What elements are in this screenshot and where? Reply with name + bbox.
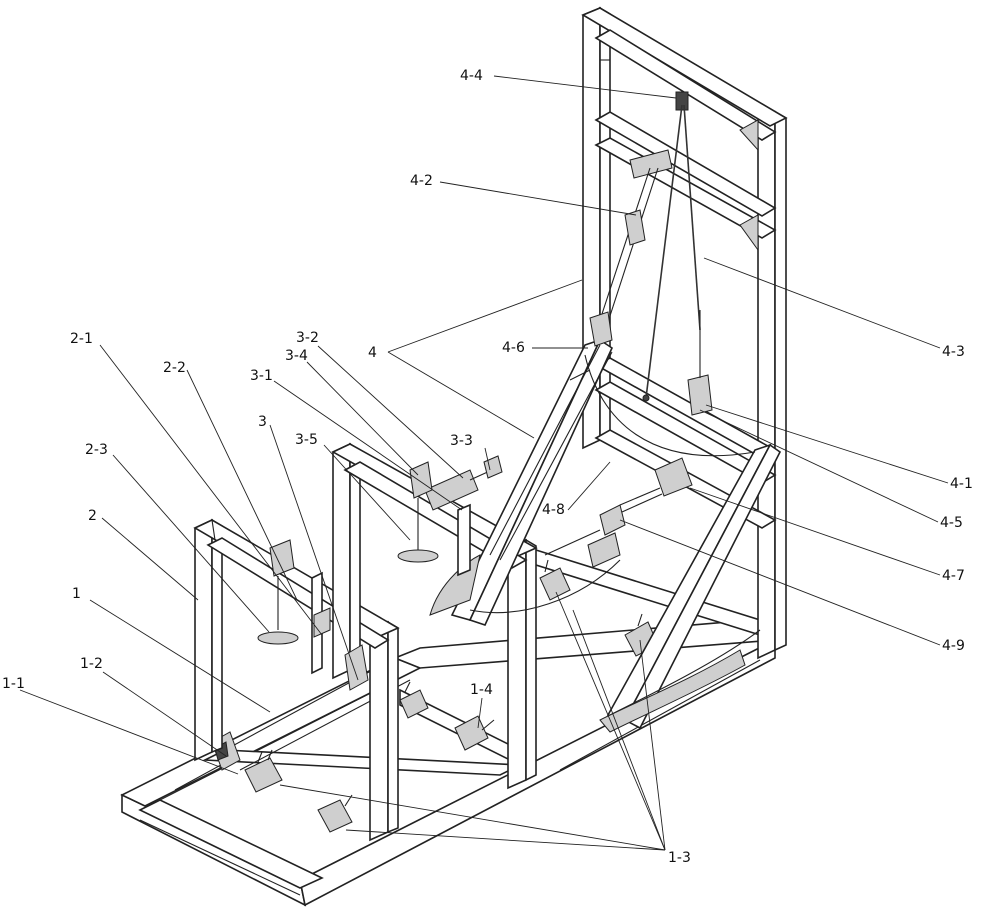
label-4-3: 4-3: [942, 344, 965, 360]
label-2-2: 2-2: [163, 360, 186, 376]
label-3-3: 3-3: [450, 433, 473, 449]
label-3-5: 3-5: [295, 432, 318, 448]
label-4-7: 4-7: [942, 568, 965, 584]
label-4-2: 4-2: [410, 173, 433, 189]
label-3-1: 3-1: [250, 368, 273, 384]
inclined-seat-frame: [429, 338, 782, 733]
label-4-5: 4-5: [940, 515, 963, 531]
label-4-1: 4-1: [950, 476, 973, 492]
label-4-9: 4-9: [942, 638, 965, 654]
label-1-1: 1-1: [2, 676, 25, 692]
label-4-6: 4-6: [502, 340, 525, 356]
label-2: 2: [88, 508, 97, 524]
actuators: [257, 91, 713, 691]
label-4-4: 4-4: [460, 68, 483, 84]
label-1-2: 1-2: [80, 656, 103, 672]
leader-lines: [19, 75, 949, 851]
label-1-4: 1-4: [470, 682, 493, 698]
label-3: 3: [258, 414, 267, 430]
label-1-3: 1-3: [668, 850, 691, 866]
label-3-2: 3-2: [296, 330, 319, 346]
label-4: 4: [368, 345, 377, 361]
label-4-8: 4-8: [542, 502, 565, 518]
label-2-3: 2-3: [85, 442, 108, 458]
part-labels: 4-4 4-2 4-3 4 4-6 2-1 3-2 3-4 2-2 3-1 2-…: [2, 68, 973, 866]
label-1: 1: [72, 586, 81, 602]
label-2-1: 2-1: [70, 331, 93, 347]
label-3-4: 3-4: [285, 348, 308, 364]
